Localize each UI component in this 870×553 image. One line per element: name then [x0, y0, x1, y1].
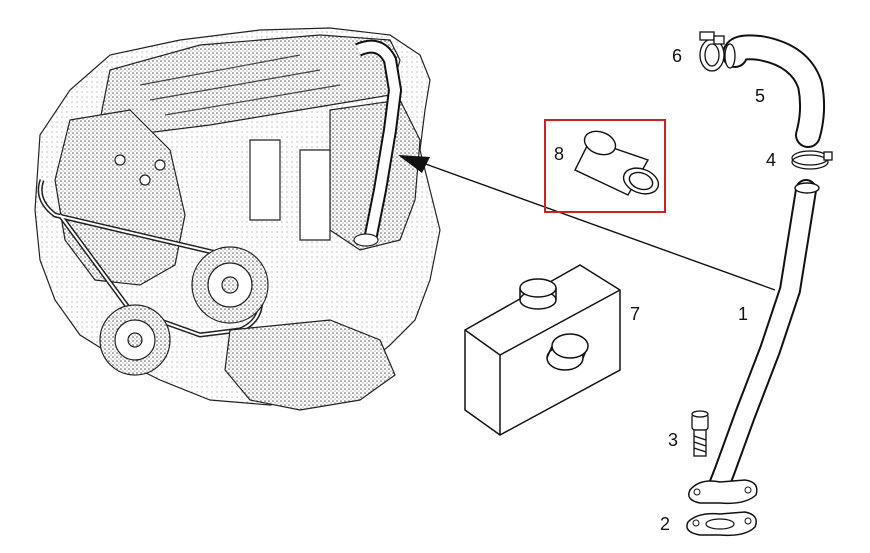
engine-illustration	[34, 27, 441, 411]
clamp-part	[791, 150, 833, 170]
sleeve-part-highlight	[544, 119, 666, 213]
hose-part	[722, 34, 826, 148]
label-part-2: 2	[660, 514, 670, 534]
label-part-5: 5	[755, 86, 765, 106]
bolt-part	[691, 410, 709, 457]
label-part-8: 8	[554, 144, 564, 164]
gasket-part	[686, 511, 757, 537]
label-part-3: 3	[668, 430, 678, 450]
label-part-4: 4	[766, 150, 776, 170]
pipe-part	[688, 179, 820, 505]
label-part-6: 6	[672, 46, 682, 66]
label-part-7: 7	[630, 304, 640, 324]
clamp-part	[699, 31, 725, 72]
label-part-1: 1	[738, 304, 748, 324]
connection-arrow	[398, 155, 776, 291]
kit-box-part	[464, 264, 621, 436]
